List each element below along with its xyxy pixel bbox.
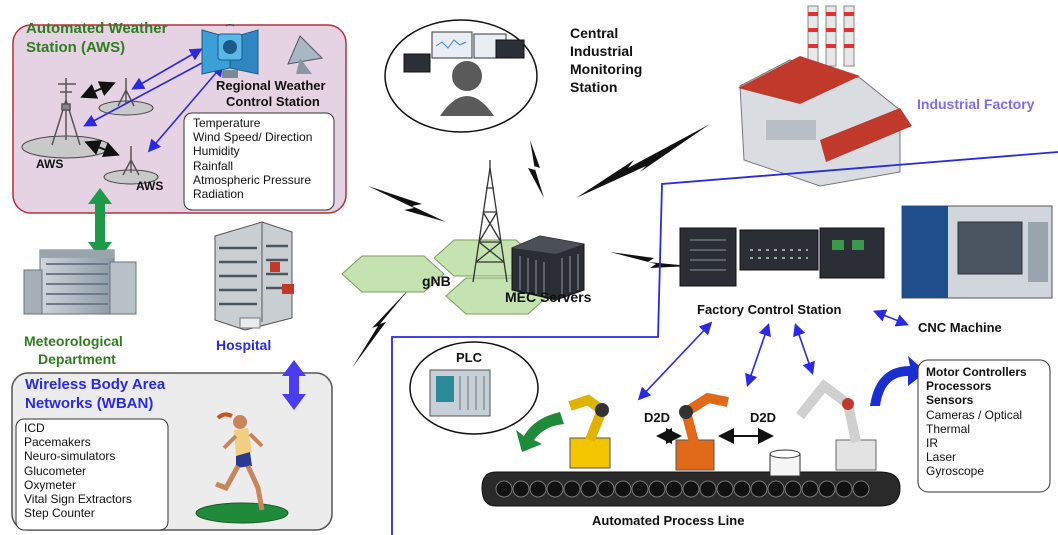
conveyor-roller	[495, 480, 513, 498]
conveyor-roller	[546, 480, 564, 498]
conveyor-roller	[682, 480, 700, 498]
meteorological-building-icon	[23, 249, 137, 315]
conveyor-roller	[529, 480, 547, 498]
robot-sensor-bold-item: Motor Controllers	[926, 365, 1027, 379]
device-item: Pacemakers	[24, 435, 91, 450]
robot-arm-2-icon	[675, 392, 729, 471]
robot-sensor-item: Gyroscope	[926, 464, 985, 479]
mec-label: MEC Servers	[505, 289, 592, 305]
aws-title-line2: Station (AWS)	[26, 39, 126, 56]
central-line3: Monitoring	[570, 61, 643, 77]
blue-curved-arrow	[870, 356, 926, 406]
meteorological-line1: Meteorological	[24, 333, 123, 349]
central-line2: Industrial	[570, 43, 634, 59]
conveyor-roller	[801, 480, 819, 498]
robot-arm-3-icon	[796, 379, 877, 471]
conveyor-roller	[733, 480, 751, 498]
conveyor-roller	[512, 480, 530, 498]
regional-title-line2: Control Station	[226, 94, 320, 109]
conveyor-roller	[614, 480, 632, 498]
device-item: Step Counter	[24, 506, 95, 521]
conveyor-roller	[750, 480, 768, 498]
gnb-label: gNB	[422, 273, 451, 289]
aws-label-2: AWS	[136, 179, 164, 193]
mec-server-icon	[511, 235, 585, 301]
gnb-tower-icon	[472, 160, 508, 283]
sensor-item: Temperature	[193, 116, 261, 130]
d2d-label-2: D2D	[750, 410, 777, 425]
container-icon	[769, 449, 801, 477]
robot-sensor-bold-item: Processors	[926, 379, 992, 394]
conveyor-roller	[852, 480, 870, 498]
conveyor-rollers	[495, 480, 870, 498]
sensor-item: Radiation	[193, 187, 244, 202]
wireless-link-icons	[352, 124, 710, 368]
device-item: Vital Sign Extractors	[24, 492, 132, 507]
cnc-label: CNC Machine	[918, 320, 1002, 335]
device-item: Neuro-simulators	[24, 449, 116, 464]
sensor-item: Humidity	[193, 144, 240, 159]
user-avatar-icon	[440, 61, 494, 116]
monitor-screens-icon	[403, 31, 525, 73]
plc-device-icon	[429, 369, 491, 417]
conveyor-roller	[648, 480, 666, 498]
regional-title-line1: Regional Weather	[216, 78, 326, 93]
conveyor-roller	[716, 480, 734, 498]
conveyor-roller	[580, 480, 598, 498]
sensor-list: Temperature Wind Speed/ Direction Humidi…	[193, 116, 312, 201]
factory-label: Industrial Factory	[917, 96, 1035, 112]
robot-arm-1-icon	[568, 394, 611, 469]
green-curved-arrow	[516, 412, 564, 452]
sensor-item: Atmospheric Pressure	[193, 172, 312, 187]
plc-label: PLC	[456, 350, 482, 365]
satellite-dish-icon	[287, 35, 324, 74]
robot-sensor-bold-item: Sensors	[926, 393, 974, 408]
device-item: Oxymeter	[24, 477, 77, 492]
cnc-machine-icon	[901, 205, 1053, 299]
green-double-arrow	[88, 188, 112, 258]
runner-icon	[215, 412, 265, 511]
central-line4: Station	[570, 79, 618, 95]
runner-ground	[195, 502, 289, 524]
robot-sensor-item: Laser	[926, 450, 957, 465]
process-line-label: Automated Process Line	[592, 513, 745, 528]
factory-control-label: Factory Control Station	[697, 302, 842, 317]
robot-sensor-list: Motor Controllers Processors Sensors Cam…	[926, 365, 1027, 479]
conveyor-roller	[835, 480, 853, 498]
robot-sensor-item: Thermal	[926, 421, 971, 436]
blue-double-arrow	[282, 360, 306, 410]
control-screens-icon	[679, 227, 885, 287]
conveyor-roller	[665, 480, 683, 498]
d2d-label-1: D2D	[644, 410, 671, 425]
sensor-item: Rainfall	[193, 158, 234, 173]
conveyor-roller	[818, 480, 836, 498]
conveyor-roller	[631, 480, 649, 498]
robot-sensor-item: IR	[926, 436, 938, 451]
wban-title-line2: Networks (WBAN)	[25, 395, 154, 412]
network-hexagons	[341, 239, 549, 315]
conveyor-roller	[597, 480, 615, 498]
hospital-label: Hospital	[216, 337, 272, 353]
conveyor-roller	[784, 480, 802, 498]
meteorological-line2: Department	[38, 351, 116, 367]
control-station-icon	[201, 24, 259, 78]
device-list: ICD Pacemakers Neuro-simulators Glucomet…	[24, 421, 132, 520]
wban-title-line1: Wireless Body Area	[25, 376, 166, 393]
industrial-factory-icon	[738, 5, 912, 187]
conveyor-roller	[767, 480, 785, 498]
robot-sensor-item: Cameras / Optical	[926, 407, 1023, 422]
conveyor-roller	[699, 480, 717, 498]
device-item: ICD	[24, 421, 45, 435]
aws-label-1: AWS	[36, 157, 64, 171]
device-item: Glucometer	[24, 463, 87, 478]
central-line1: Central	[570, 25, 619, 41]
sensor-item: Wind Speed/ Direction	[193, 130, 313, 145]
conveyor-roller	[563, 480, 581, 498]
device-list-box	[15, 418, 169, 531]
robot-sensor-box	[917, 359, 1051, 493]
aws-title-line1: Automated Weather	[26, 20, 168, 37]
hospital-building-icon	[214, 221, 294, 331]
